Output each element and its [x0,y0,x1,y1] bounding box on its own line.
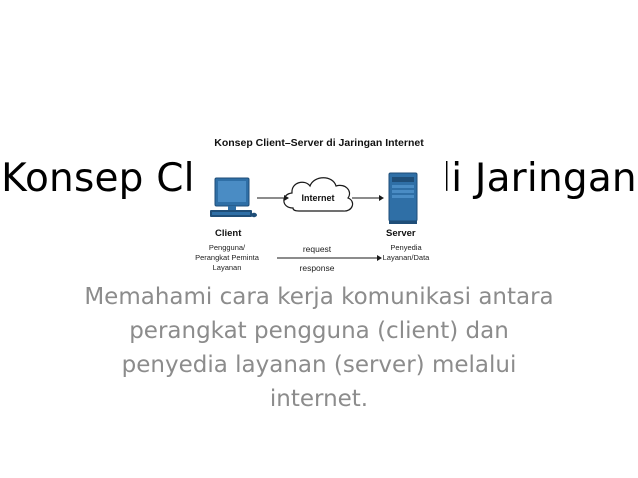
request-response-arrow [277,255,382,261]
client-label: Client [215,228,242,239]
server-desc-line2: Layanan/Data [383,253,431,262]
internet-cloud-icon [283,177,354,212]
request-label: request [303,244,332,254]
internet-label: Internet [301,193,334,203]
diagram-canvas: Konsep Client–Server di Jaringan Interne… [195,137,431,273]
slide-body-text: Memahami cara kerja komunikasi antara pe… [84,284,554,412]
client-desc-line2: Perangkat Peminta [195,253,260,262]
diagram-title: Konsep Client–Server di Jaringan Interne… [214,137,424,149]
server-desc-line1: Penyedia [390,243,422,252]
client-desc-line3: Layanan [213,263,242,272]
response-label: response [300,263,335,273]
client-desc-line1: Pengguna/ [209,243,246,252]
client-computer-icon [210,177,257,218]
server-icon [388,172,418,224]
client-server-diagram: Konsep Client–Server di Jaringan Interne… [193,126,446,279]
server-label: Server [386,228,416,239]
network-connection-lines [257,195,384,201]
